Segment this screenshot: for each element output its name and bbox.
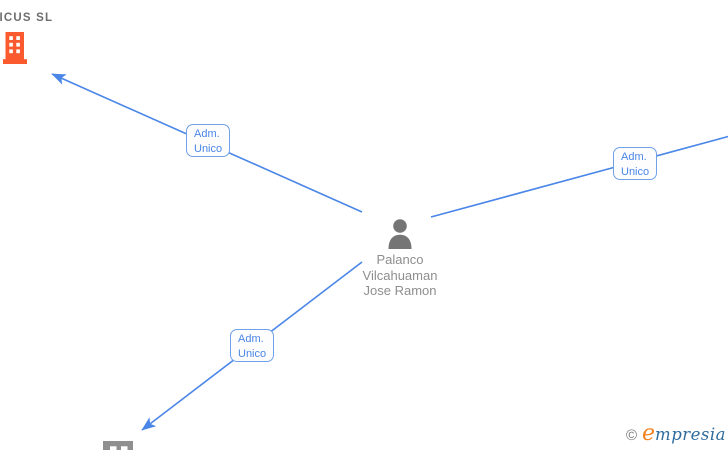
building-icon[interactable] [103, 441, 133, 450]
brand-logo-initial: e [642, 421, 656, 446]
person-name-line: Palanco [376, 252, 424, 267]
edge-label-line: Unico [194, 142, 223, 155]
edge-label-line: Adm. [238, 333, 264, 345]
person-name: Palanco Vilcahuaman Jose Ramon [325, 252, 475, 299]
edge-label-adm-unico-right[interactable]: Adm. Unico [613, 147, 657, 180]
person-icon [388, 219, 412, 249]
person-name-line: Jose Ramon [363, 283, 437, 298]
edge-label-line: Adm. [621, 151, 647, 163]
person-node[interactable]: Palanco Vilcahuaman Jose Ramon [325, 219, 475, 299]
brand-logo-text: mpresia [655, 425, 726, 444]
edge-label-line: Adm. [194, 128, 220, 140]
edge-right-line [430, 135, 728, 218]
person-name-line: Vilcahuaman [362, 267, 438, 283]
edge-label-line: Unico [238, 347, 267, 360]
building-icon[interactable] [3, 32, 27, 69]
company-name-top-left[interactable]: KICUS SL [0, 12, 54, 24]
copyright-icon: © [625, 427, 638, 444]
edge-label-adm-unico-bottom-left[interactable]: Adm. Unico [230, 329, 274, 362]
edge-label-adm-unico-top-left[interactable]: Adm. Unico [186, 124, 230, 157]
edge-label-line: Unico [621, 165, 650, 178]
brand-watermark: © e mpresia [626, 421, 726, 446]
